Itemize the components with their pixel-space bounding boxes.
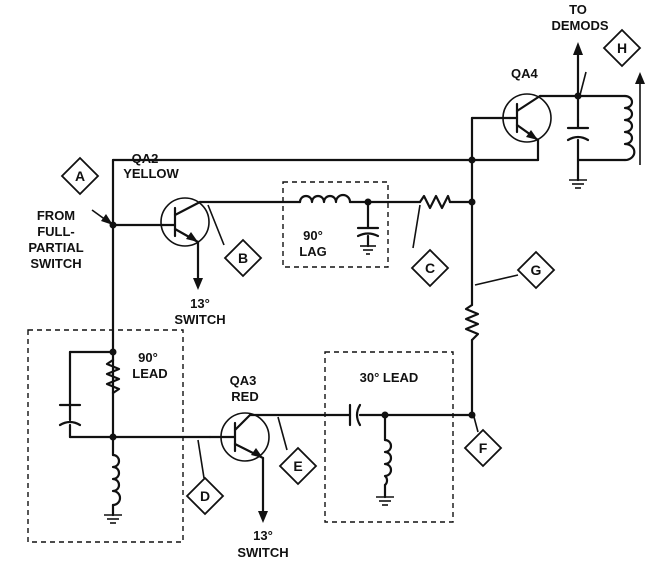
junction-dot — [468, 156, 476, 164]
ground-symbol — [569, 179, 587, 189]
svg-text:YELLOW: YELLOW — [123, 166, 179, 181]
test-point-a: A — [60, 156, 100, 196]
lead30-box — [324, 351, 454, 523]
svg-text:LEAD: LEAD — [132, 366, 167, 381]
svg-text:90°: 90° — [303, 228, 323, 243]
coupling-resistor — [464, 303, 480, 342]
svg-text:A: A — [75, 168, 85, 184]
to-demods-arrow — [573, 42, 583, 55]
svg-text:PARTIAL: PARTIAL — [28, 240, 83, 255]
lead90-box — [27, 329, 184, 543]
lead30-inductor — [383, 438, 393, 487]
ground-symbol — [376, 496, 394, 506]
series-resistor — [418, 194, 452, 210]
svg-text:SWITCH: SWITCH — [174, 312, 225, 327]
junction-dot — [109, 433, 117, 441]
lead30-capacitor — [348, 403, 362, 427]
lag-capacitor — [356, 200, 380, 255]
label-qa3-switch: 13° SWITCH — [237, 528, 288, 560]
lead90-capacitor — [58, 403, 82, 427]
ground-symbol — [104, 514, 122, 524]
tank-tuning-arrow — [635, 72, 645, 84]
label-qa2-switch: 13° SWITCH — [174, 296, 225, 327]
qa3-switch-arrow — [258, 511, 268, 523]
svg-text:C: C — [425, 260, 435, 276]
input-arrow-head — [101, 214, 113, 225]
svg-text:QA3: QA3 — [230, 373, 257, 388]
label-lead90: 90° LEAD — [132, 350, 167, 381]
svg-text:13°: 13° — [190, 296, 210, 311]
lag90-box — [282, 181, 389, 268]
label-qa3: QA3 RED — [230, 373, 259, 404]
junction-dot — [468, 411, 476, 419]
lead90-resistor — [105, 358, 121, 395]
label-from-switch: FROM FULL- PARTIAL SWITCH — [28, 208, 83, 271]
junction-dot — [109, 348, 117, 356]
svg-text:FROM: FROM — [37, 208, 75, 223]
label-qa4: QA4 — [511, 66, 539, 81]
tank-capacitor — [566, 118, 590, 142]
label-qa2: QA2 YELLOW — [123, 151, 179, 181]
svg-text:E: E — [293, 458, 302, 474]
svg-text:SWITCH: SWITCH — [30, 256, 81, 271]
svg-text:FULL-: FULL- — [37, 224, 75, 239]
svg-text:TO: TO — [569, 2, 587, 17]
qa2-switch-arrow — [193, 278, 203, 290]
label-to-demods: TO DEMODS — [551, 2, 608, 33]
svg-text:B: B — [238, 250, 248, 266]
transistor-qa3 — [208, 412, 270, 462]
test-point-c: C — [410, 248, 450, 288]
label-lag: 90° LAG — [299, 228, 326, 259]
tank-inductor — [623, 94, 636, 162]
lag-inductor — [298, 193, 352, 204]
svg-text:D: D — [200, 488, 210, 504]
svg-text:G: G — [531, 262, 542, 278]
test-point-b: B — [223, 238, 263, 278]
junction-dot — [468, 198, 476, 206]
test-point-e: E — [278, 446, 318, 486]
svg-text:90°: 90° — [138, 350, 158, 365]
transistor-qa4 — [502, 93, 552, 143]
test-point-g: G — [516, 250, 556, 290]
wiring — [68, 42, 645, 523]
svg-text:LAG: LAG — [299, 244, 326, 259]
junction-dot — [381, 411, 389, 419]
transistor-qa2 — [160, 197, 210, 247]
svg-text:F: F — [479, 440, 488, 456]
test-point-d: D — [185, 476, 225, 516]
junction-dot — [109, 221, 117, 229]
svg-text:SWITCH: SWITCH — [237, 545, 288, 560]
test-point-f: F — [463, 428, 503, 468]
lead90-inductor — [111, 453, 122, 507]
svg-text:QA2: QA2 — [132, 151, 159, 166]
svg-text:DEMODS: DEMODS — [551, 18, 608, 33]
svg-text:RED: RED — [231, 389, 258, 404]
svg-text:H: H — [617, 40, 627, 56]
test-point-leaders — [197, 71, 587, 479]
svg-text:13°: 13° — [253, 528, 273, 543]
label-lead30: 30° LEAD — [360, 370, 419, 385]
test-point-h: H — [602, 28, 642, 68]
